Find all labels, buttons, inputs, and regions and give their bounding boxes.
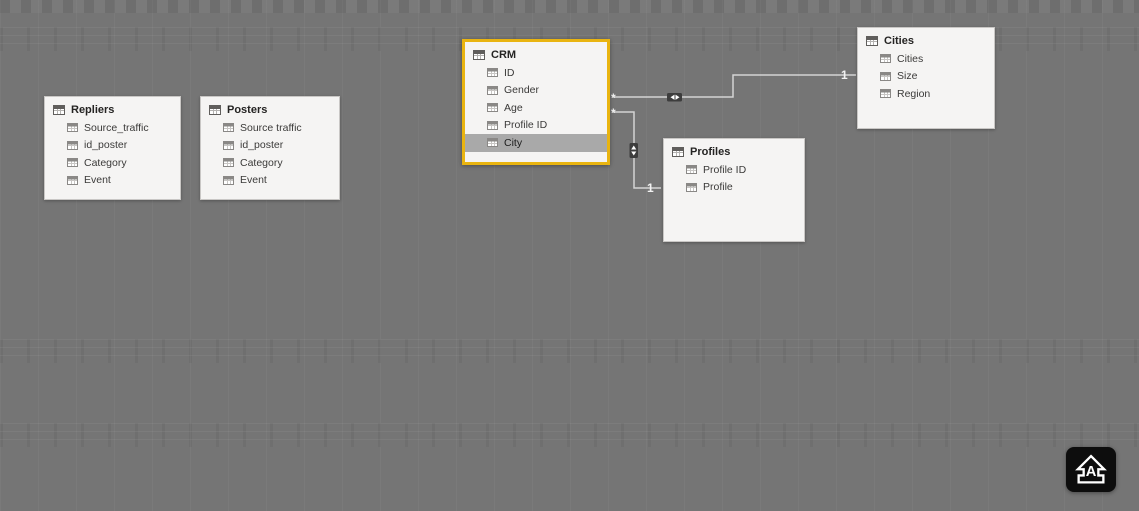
- cardinality-one-label: 1: [647, 181, 654, 195]
- field-table-icon: [223, 123, 234, 133]
- field-row[interactable]: Profile: [664, 179, 804, 197]
- table-card-posters[interactable]: Posters Source traffic id_poster Categor…: [200, 96, 340, 200]
- table-card-cities[interactable]: Cities Cities Size Region: [857, 27, 995, 129]
- table-name: Cities: [884, 35, 914, 47]
- field-table-icon: [487, 120, 498, 130]
- field-table-icon: [686, 182, 697, 192]
- background-band: [0, 339, 1139, 363]
- field-table-icon: [67, 140, 78, 150]
- field-row[interactable]: id_poster: [45, 137, 180, 155]
- table-icon: [473, 50, 485, 60]
- svg-text:A: A: [1086, 464, 1097, 480]
- field-table-icon: [223, 158, 234, 168]
- table-header-crm[interactable]: CRM: [465, 42, 607, 64]
- field-table-icon: [487, 138, 498, 148]
- field-row[interactable]: Region: [858, 85, 994, 103]
- field-row[interactable]: Source traffic: [201, 119, 339, 137]
- field-row[interactable]: Profile ID: [664, 161, 804, 179]
- field-name: Cities: [897, 52, 924, 65]
- table-name: Posters: [227, 104, 268, 116]
- field-row[interactable]: Age: [465, 99, 607, 117]
- field-table-icon: [67, 158, 78, 168]
- field-name: Region: [897, 87, 931, 100]
- cardinality-one-label: 1: [841, 68, 848, 82]
- table-card-repliers[interactable]: Repliers Source_traffic id_poster Catego…: [44, 96, 181, 200]
- field-name: Profile: [703, 181, 733, 194]
- field-row[interactable]: Size: [858, 68, 994, 86]
- table-icon: [53, 105, 65, 115]
- table-card-profiles[interactable]: Profiles Profile ID Profile: [663, 138, 805, 242]
- field-table-icon: [880, 89, 891, 99]
- field-table-icon: [67, 123, 78, 133]
- field-row[interactable]: Event: [45, 172, 180, 190]
- field-name: Event: [84, 174, 111, 187]
- field-row-selected-city[interactable]: City: [465, 134, 607, 152]
- field-name: Gender: [504, 84, 540, 97]
- background-topbar-remnant: [0, 0, 1139, 13]
- field-name: Profile ID: [504, 119, 548, 132]
- field-table-icon: [67, 175, 78, 185]
- field-name: Profile ID: [703, 163, 747, 176]
- field-row[interactable]: ID: [465, 64, 607, 82]
- table-icon: [866, 36, 878, 46]
- table-name: Repliers: [71, 104, 115, 116]
- field-name: Event: [240, 174, 267, 187]
- field-table-icon: [487, 85, 498, 95]
- table-icon: [672, 147, 684, 157]
- field-row[interactable]: Gender: [465, 82, 607, 100]
- table-card-crm[interactable]: CRM ID Gender Age Profile ID City: [462, 39, 610, 165]
- field-row[interactable]: Source_traffic: [45, 119, 180, 137]
- table-header-profiles[interactable]: Profiles: [664, 139, 804, 161]
- field-row[interactable]: Cities: [858, 50, 994, 68]
- field-row[interactable]: id_poster: [201, 137, 339, 155]
- field-name: ID: [504, 66, 515, 79]
- field-name: id_poster: [240, 139, 284, 152]
- table-header-posters[interactable]: Posters: [201, 97, 339, 119]
- field-table-icon: [487, 103, 498, 113]
- field-row[interactable]: Event: [201, 172, 339, 190]
- cardinality-many-label: *: [611, 106, 616, 120]
- background-band: [0, 423, 1139, 447]
- field-table-icon: [223, 140, 234, 150]
- table-name: CRM: [491, 49, 517, 61]
- field-row[interactable]: Category: [201, 154, 339, 172]
- field-name: id_poster: [84, 139, 128, 152]
- field-table-icon: [223, 175, 234, 185]
- field-row[interactable]: Profile ID: [465, 117, 607, 135]
- field-name: Size: [897, 70, 918, 83]
- table-icon: [209, 105, 221, 115]
- field-table-icon: [686, 165, 697, 175]
- arrow-a-overlay-button[interactable]: A: [1066, 447, 1116, 492]
- field-name: Category: [84, 156, 127, 169]
- table-header-cities[interactable]: Cities: [858, 28, 994, 50]
- field-table-icon: [487, 68, 498, 78]
- cross-filter-direction-icon: [629, 143, 638, 158]
- field-name: City: [504, 136, 523, 149]
- cross-filter-direction-icon: [667, 93, 682, 102]
- field-name: Source traffic: [240, 121, 302, 134]
- relationship-crm-cities[interactable]: * 1: [611, 68, 856, 105]
- cardinality-many-label: *: [611, 91, 616, 105]
- field-table-icon: [880, 54, 891, 64]
- field-name: Age: [504, 101, 523, 114]
- field-name: Source_traffic: [84, 121, 149, 134]
- table-header-repliers[interactable]: Repliers: [45, 97, 180, 119]
- relationship-crm-profiles[interactable]: * 1: [611, 106, 661, 195]
- arrow-a-icon: A: [1075, 453, 1107, 484]
- field-row[interactable]: Category: [45, 154, 180, 172]
- table-name: Profiles: [690, 146, 731, 158]
- field-table-icon: [880, 71, 891, 81]
- field-name: Category: [240, 156, 283, 169]
